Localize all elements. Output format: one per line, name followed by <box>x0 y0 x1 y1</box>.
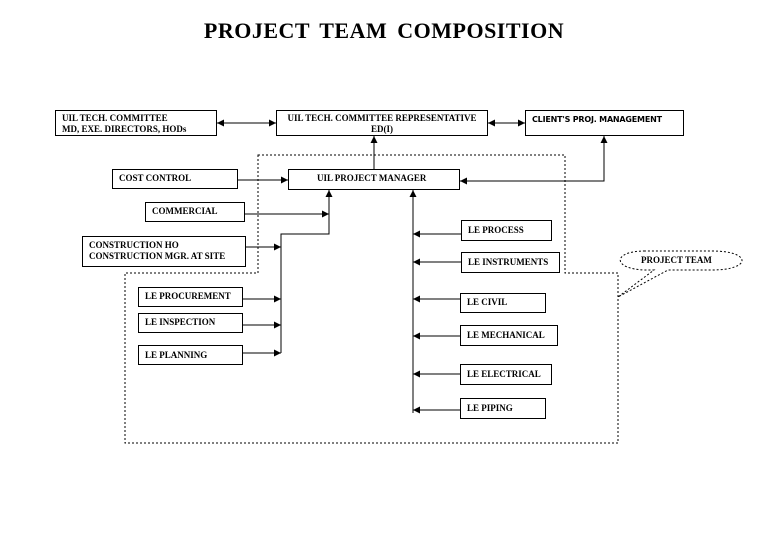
left-bus <box>280 190 333 353</box>
arrow-client-pm <box>460 136 608 185</box>
project-team-callout: PROJECT TEAM <box>641 255 712 265</box>
tech-committee-line1: UIL TECH. COMMITTEE <box>62 113 168 123</box>
tech-committee-box: UIL TECH. COMMITTEE MD, EXE. DIRECTORS, … <box>55 110 217 136</box>
cost-control-box: COST CONTROL <box>112 169 238 189</box>
construction-line1: CONSTRUCTION HO <box>89 240 179 250</box>
piping-box: LE PIPING <box>460 398 546 419</box>
tech-rep-line2: ED(I) <box>371 124 393 134</box>
project-manager-box: UIL PROJECT MANAGER <box>288 169 460 190</box>
tech-committee-line2: MD, EXE. DIRECTORS, HODs <box>62 124 187 134</box>
process-box: LE PROCESS <box>461 220 552 241</box>
callout-bubble <box>617 250 743 298</box>
mechanical-box: LE MECHANICAL <box>460 325 558 346</box>
construction-line2: CONSTRUCTION MGR. AT SITE <box>89 251 226 261</box>
commercial-box: COMMERCIAL <box>145 202 245 222</box>
client-management-box: CLIENT'S PROJ. MANAGEMENT <box>525 110 684 136</box>
planning-box: LE PLANNING <box>138 345 243 365</box>
construction-box: CONSTRUCTION HO CONSTRUCTION MGR. AT SIT… <box>82 236 246 267</box>
tech-rep-line1: UIL TECH. COMMITTEE REPRESENTATIVE <box>287 113 477 123</box>
page-title: PROJECT TEAM COMPOSITION <box>203 18 565 43</box>
civil-box: LE CIVIL <box>460 293 546 313</box>
procurement-box: LE PROCUREMENT <box>138 287 243 307</box>
electrical-box: LE ELECTRICAL <box>460 364 552 385</box>
project-team-boundary <box>124 154 619 444</box>
instruments-box: LE INSTRUMENTS <box>461 252 560 273</box>
tech-rep-box: UIL TECH. COMMITTEE REPRESENTATIVE ED(I) <box>276 110 488 136</box>
inspection-box: LE INSPECTION <box>138 313 243 333</box>
